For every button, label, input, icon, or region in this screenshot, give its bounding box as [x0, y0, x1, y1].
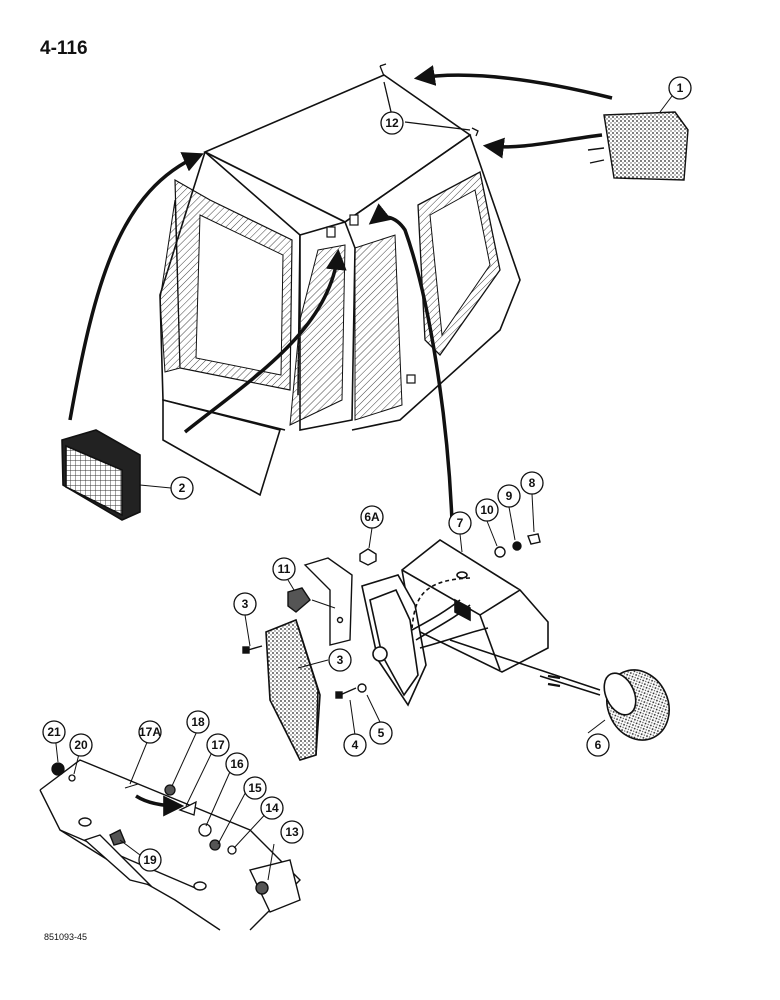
callout-label: 1	[677, 81, 684, 95]
fender-assembly	[39, 759, 301, 931]
callout-circle	[520, 471, 544, 495]
callout-circle	[668, 76, 692, 100]
callout-3b: 3	[328, 648, 352, 672]
lamp-hardware	[51, 762, 237, 855]
callout-label: 8	[529, 476, 536, 490]
callout-5: 5	[369, 721, 393, 745]
callout-circle	[369, 721, 393, 745]
callout-19: 19	[138, 848, 162, 872]
callout-circle	[42, 720, 66, 744]
callout-8: 8	[520, 471, 544, 495]
callout-circle	[170, 476, 194, 500]
callout-6a: 6A	[360, 505, 384, 529]
callout-circle	[380, 111, 404, 135]
callout-13: 13	[280, 820, 304, 844]
screws	[242, 645, 367, 699]
leader-lines	[54, 95, 673, 881]
callout-circle	[225, 752, 249, 776]
callout-circle	[138, 848, 162, 872]
callout-circle	[233, 592, 257, 616]
callout-label: 13	[285, 825, 299, 839]
callout-4: 4	[343, 733, 367, 757]
callout-circle	[360, 505, 384, 529]
callout-circle	[497, 484, 521, 508]
callout-label: 9	[506, 489, 513, 503]
callout-label: 14	[265, 801, 279, 815]
callout-label: 3	[337, 653, 344, 667]
callout-1: 1	[668, 76, 692, 100]
mounting-bracket	[303, 557, 353, 646]
callout-17a: 17A	[138, 720, 162, 744]
callout-label: 16	[230, 757, 244, 771]
light-housing-3	[265, 574, 427, 761]
roof-clip-12	[379, 63, 479, 137]
callout-circle	[280, 820, 304, 844]
callout-label: 7	[457, 516, 464, 530]
callout-10: 10	[475, 498, 499, 522]
callout-7: 7	[448, 511, 472, 535]
callout-circle	[343, 733, 367, 757]
wiring	[411, 577, 601, 696]
callout-circle	[69, 733, 93, 757]
callout-circle	[138, 720, 162, 744]
callout-label: 17	[211, 738, 225, 752]
hardware-nuts	[359, 533, 541, 566]
callout-circle	[243, 776, 267, 800]
switch-11	[287, 587, 311, 613]
figure-code: 851093-45	[44, 932, 88, 942]
callout-11: 11	[272, 557, 296, 581]
callout-circle	[206, 733, 230, 757]
callout-15: 15	[243, 776, 267, 800]
work-light-2	[61, 429, 141, 521]
callout-label: 10	[480, 503, 494, 517]
callout-label: 6A	[364, 510, 380, 524]
callout-12: 12	[380, 111, 404, 135]
callout-circle	[272, 557, 296, 581]
light-box-7	[401, 539, 549, 673]
callout-label: 4	[352, 738, 359, 752]
callout-circle	[186, 710, 210, 734]
cab-assembly	[159, 74, 521, 497]
callout-3a: 3	[233, 592, 257, 616]
callout-label: 6	[595, 738, 602, 752]
round-light-6	[547, 669, 670, 741]
callout-21: 21	[42, 720, 66, 744]
callout-label: 17A	[139, 725, 161, 739]
callout-label: 5	[378, 726, 385, 740]
callout-9: 9	[497, 484, 521, 508]
callout-label: 2	[179, 481, 186, 495]
callout-label: 19	[143, 853, 157, 867]
callout-circle	[586, 733, 610, 757]
callout-label: 15	[248, 781, 262, 795]
callout-14: 14	[260, 796, 284, 820]
work-light-1	[587, 111, 689, 181]
callout-18: 18	[186, 710, 210, 734]
callout-label: 11	[278, 562, 291, 576]
callout-16: 16	[225, 752, 249, 776]
callout-2: 2	[170, 476, 194, 500]
callout-label: 21	[47, 725, 61, 739]
callout-label: 20	[74, 738, 88, 752]
callout-circle	[260, 796, 284, 820]
callout-circle	[475, 498, 499, 522]
callout-circle	[448, 511, 472, 535]
callout-17: 17	[206, 733, 230, 757]
callout-label: 12	[385, 116, 399, 130]
callout-20: 20	[69, 733, 93, 757]
callout-6: 6	[586, 733, 610, 757]
callout-label: 3	[242, 597, 249, 611]
callout-circle	[328, 648, 352, 672]
callout-label: 18	[191, 715, 205, 729]
page-number: 4-116	[40, 38, 88, 59]
